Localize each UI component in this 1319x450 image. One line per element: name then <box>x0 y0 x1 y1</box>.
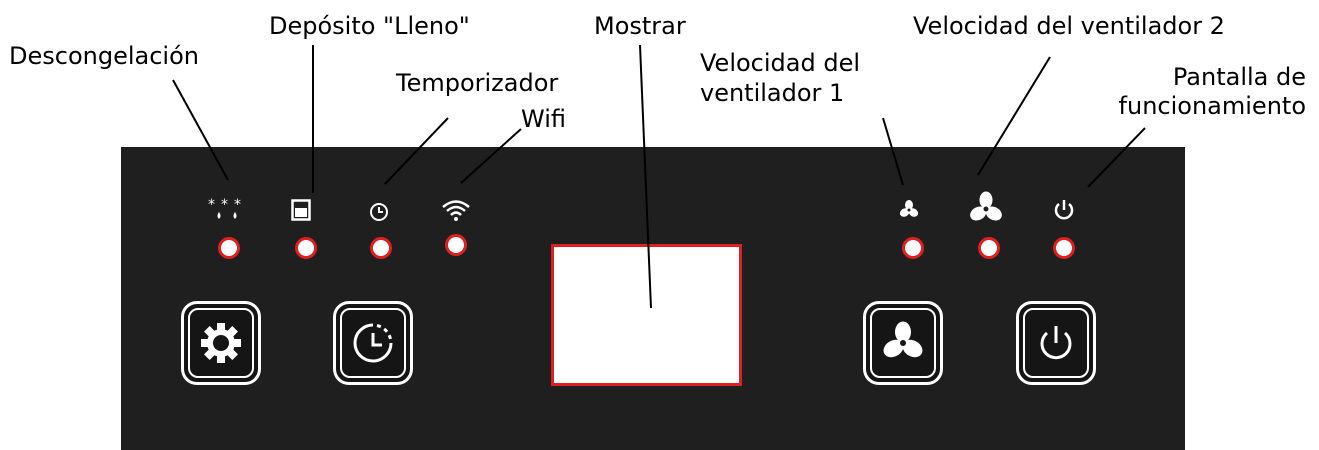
button-frame <box>870 308 936 378</box>
timer-button[interactable] <box>333 301 413 385</box>
svg-text:*: * <box>208 197 215 213</box>
timer-led <box>370 237 392 259</box>
power-button[interactable] <box>1016 301 1096 385</box>
button-frame <box>1023 308 1089 378</box>
fan-speed-1-leader-line <box>882 117 904 186</box>
fan-speed-1-led <box>902 237 924 259</box>
defrost-label: Descongelación <box>9 42 199 70</box>
fan-icon <box>899 200 919 217</box>
display-leader-line <box>639 44 652 309</box>
power-icon <box>1040 326 1072 360</box>
fan-speed-2-leader-line <box>977 56 1051 176</box>
button-frame <box>188 308 254 378</box>
fan-icon <box>970 191 1002 221</box>
tank-full-label: Depósito "Lleno" <box>269 12 470 40</box>
defrost-led <box>218 237 240 259</box>
power-indicator-label-line1: Pantalla de <box>1172 63 1306 91</box>
svg-text:*: * <box>221 197 228 213</box>
fan-speed-button[interactable] <box>863 301 943 385</box>
fan-speed-2-led <box>978 237 1000 259</box>
clock-icon <box>370 203 388 221</box>
timer-label: Temporizador <box>396 69 559 97</box>
wifi-icon <box>442 200 470 221</box>
button-frame <box>340 308 406 378</box>
tank-icon <box>291 199 311 221</box>
fan-speed-1-label-line2: ventilador 1 <box>700 79 845 107</box>
display-label: Mostrar <box>594 12 686 40</box>
wifi-label: Wifi <box>521 105 566 133</box>
snowflake-drops-icon: * * * <box>208 197 241 219</box>
svg-text:*: * <box>234 197 241 213</box>
power-indicator-label-line2: funcionamiento <box>1118 92 1306 120</box>
fan-speed-1-label-line1: Velocidad del <box>700 49 861 77</box>
fan-speed-2-label: Velocidad del ventilador 2 <box>913 12 1225 40</box>
tank-full-led <box>295 237 317 259</box>
defrost-leader-line <box>172 79 229 181</box>
power-icon <box>1054 200 1074 220</box>
power-indicator-leader-line <box>1087 127 1146 188</box>
display-window <box>551 244 742 386</box>
wifi-leader-line <box>460 128 522 184</box>
timer-leader-line <box>384 117 449 185</box>
timer-dashed-icon <box>353 323 393 363</box>
wifi-led <box>445 234 467 256</box>
fan-icon <box>883 321 923 358</box>
settings-button[interactable] <box>181 301 261 385</box>
gear-icon <box>201 323 241 363</box>
power-led <box>1053 237 1075 259</box>
